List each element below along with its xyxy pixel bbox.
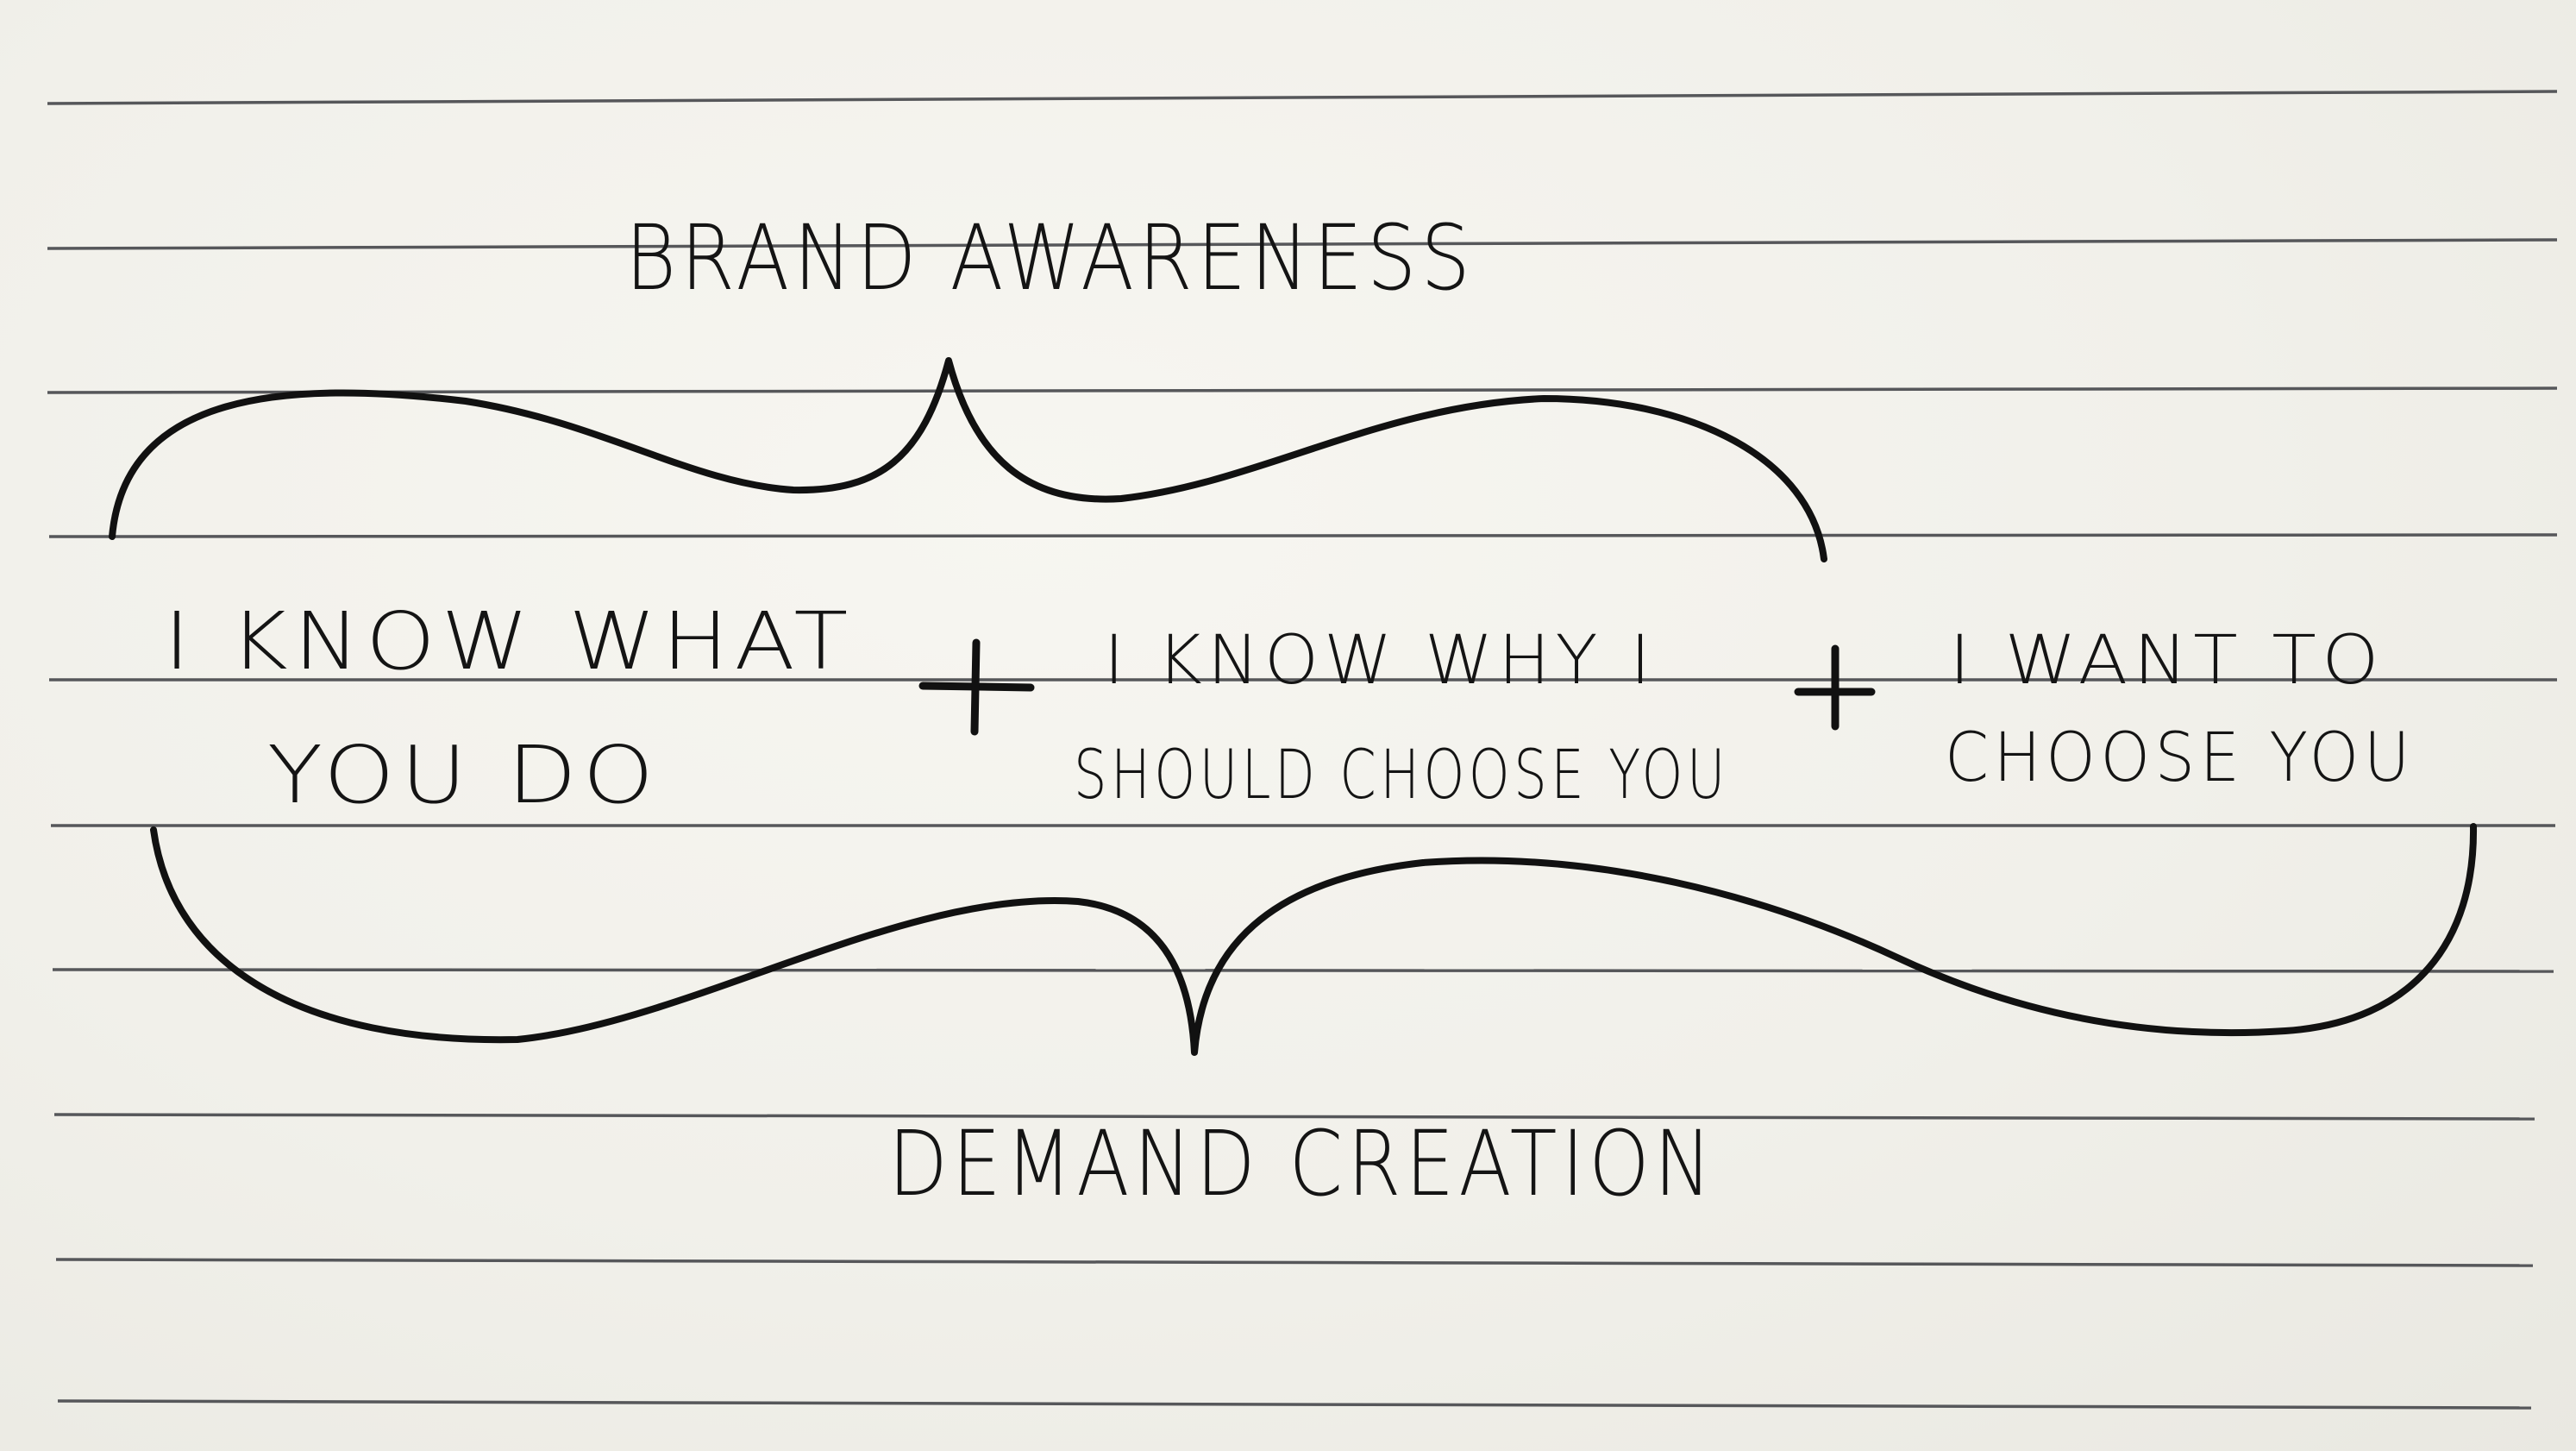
rule-line bbox=[57, 1399, 2532, 1410]
statement-2-line-2: SHOULD CHOOSE YOU bbox=[1074, 737, 1729, 814]
demand-creation-label: DEMAND CREATION bbox=[888, 1111, 1716, 1216]
ruled-lines bbox=[47, 90, 2558, 1410]
plus-sign-1 bbox=[918, 638, 1035, 736]
statement-1-line-2: YOU DO bbox=[267, 729, 660, 821]
rule-line bbox=[47, 90, 2558, 105]
statement-1-line-1: I KNOW WHAT bbox=[164, 595, 854, 688]
bottom-brace bbox=[150, 823, 2478, 1056]
brand-awareness-label: BRAND AWARENESS bbox=[625, 205, 1475, 311]
rule-line bbox=[47, 386, 2558, 394]
rule-line bbox=[52, 968, 2554, 973]
top-brace bbox=[109, 357, 1827, 562]
statement-2-line-1: I KNOW WHY I bbox=[1104, 622, 1656, 700]
statement-3-line-1: I WANT TO bbox=[1949, 622, 2385, 700]
rule-line bbox=[48, 533, 2558, 538]
statement-3-line-2: CHOOSE YOU bbox=[1945, 719, 2415, 797]
plus-sign-2 bbox=[1794, 644, 1876, 731]
rule-line bbox=[47, 238, 2558, 250]
rule-line bbox=[53, 1113, 2535, 1121]
rule-line bbox=[55, 1258, 2534, 1267]
